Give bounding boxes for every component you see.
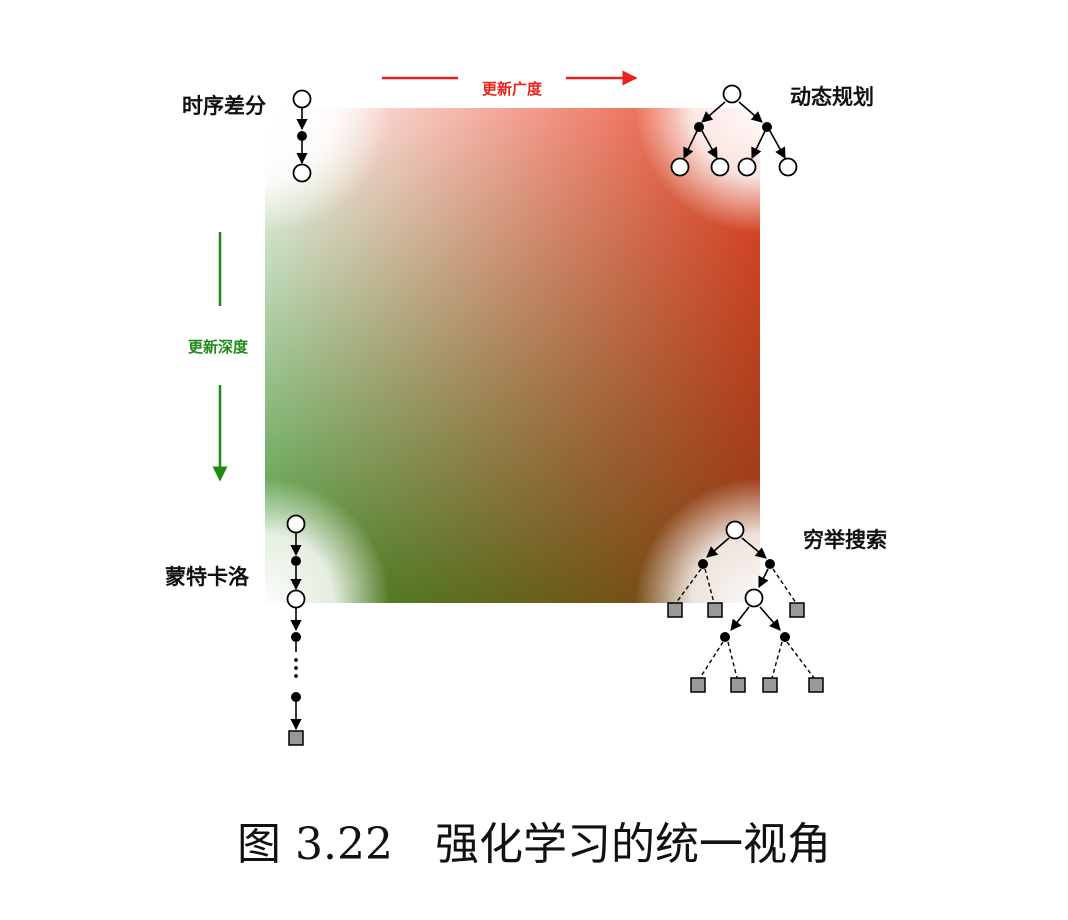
mc-action-node (291, 632, 301, 642)
dp-root-state-node (722, 84, 742, 104)
search-action-node (698, 559, 708, 569)
mc-state-node (286, 589, 306, 609)
depth-axis-label: 更新深度 (188, 338, 249, 356)
search-terminal-node (667, 602, 683, 618)
mc-state-node (286, 514, 306, 534)
search-action-node (720, 632, 730, 642)
td-root-state-node (292, 89, 312, 109)
figure-caption: 图 3.22 强化学习的统一视角 (0, 808, 1068, 872)
search-state-node (744, 588, 764, 608)
search-action-node (780, 632, 790, 642)
monte-carlo-label: 蒙特卡洛 (165, 565, 250, 589)
td-next-state-node (292, 163, 312, 183)
dp-next-state-node (670, 157, 690, 177)
td-backup-diagram (292, 89, 312, 183)
ellipsis-dot (294, 658, 298, 662)
breadth-axis-label: 更新广度 (482, 80, 543, 98)
breadth-axis: 更新广度 (382, 70, 638, 98)
figure-title: 强化学习的统一视角 (434, 819, 831, 870)
corner-highlights (265, 108, 760, 603)
dp-next-state-node (778, 157, 798, 177)
dp-action-node (762, 122, 772, 132)
dynamic-programming-label: 动态规划 (790, 85, 874, 109)
mc-action-node (291, 556, 301, 566)
dp-action-node (694, 122, 704, 132)
search-terminal-node (789, 602, 805, 618)
dp-backup-diagram (670, 84, 798, 177)
depth-axis: 更新深度 (188, 232, 249, 482)
dp-next-state-node (710, 157, 730, 177)
search-root-state-node (725, 520, 745, 540)
search-terminal-node (690, 677, 706, 693)
td-action-node (297, 131, 307, 141)
mc-terminal-node (288, 730, 304, 746)
gradient-square (265, 108, 760, 603)
search-terminal-node (707, 602, 723, 618)
ellipsis-dot (294, 666, 298, 670)
ellipsis-dot (294, 674, 298, 678)
search-terminal-node (730, 677, 746, 693)
search-terminal-node (808, 677, 824, 693)
search-terminal-node (762, 677, 778, 693)
mc-action-node (291, 692, 301, 702)
exhaustive-search-label: 穷举搜索 (803, 528, 887, 552)
exhaustive-search-diagram (667, 520, 824, 693)
mc-backup-diagram (286, 514, 306, 746)
temporal-difference-label: 时序差分 (182, 94, 266, 118)
dp-next-state-node (737, 157, 757, 177)
figure-number: 图 3.22 (237, 819, 393, 870)
search-action-node (765, 559, 775, 569)
